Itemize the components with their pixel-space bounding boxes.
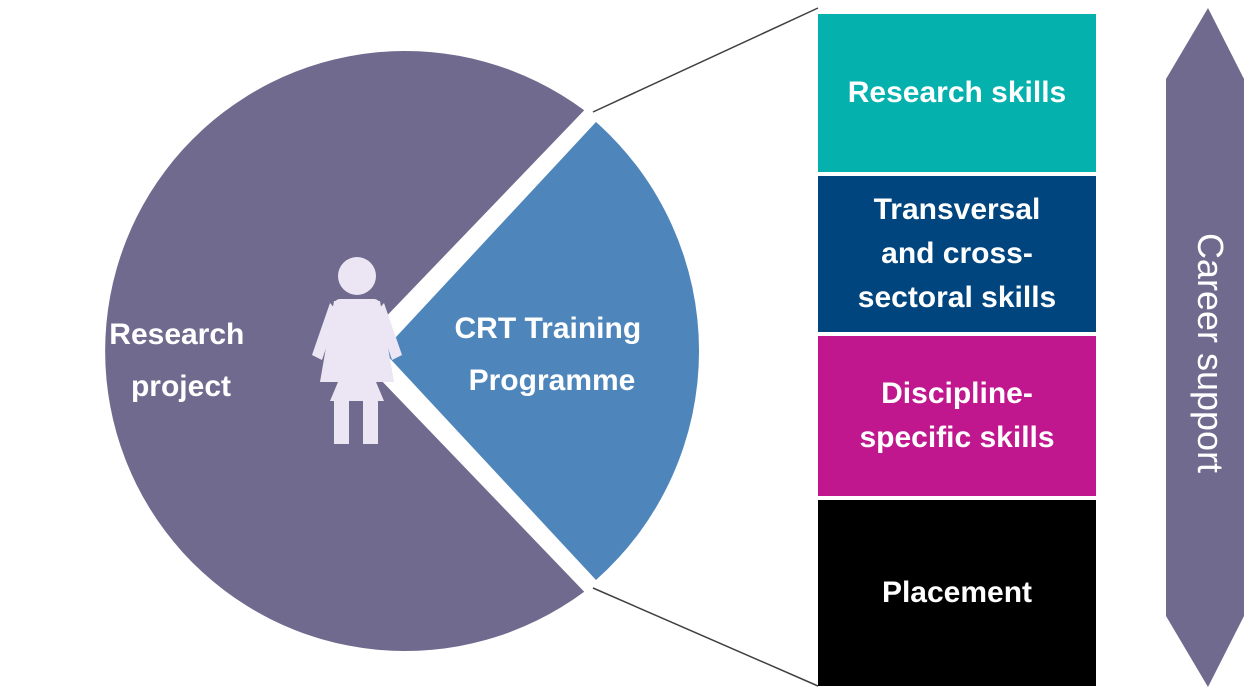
person-icon (312, 257, 402, 444)
transversal-skills-box: Transversal and cross- sectoral skills (818, 176, 1096, 332)
discipline-skills-box: Discipline- specific skills (818, 336, 1096, 496)
connector-line-bottom (592, 587, 819, 687)
career-support-arrow (1166, 8, 1244, 687)
transversal-skills-line-2: and cross- (881, 237, 1033, 270)
crt-training-label: CRT Training Programme (454, 312, 649, 397)
research-project-line-1: Research (109, 318, 244, 351)
discipline-skills-line-1: Discipline- (881, 377, 1033, 410)
placement-label: Placement (881, 576, 1033, 609)
connector-line-top (592, 7, 819, 113)
placement-box: Placement (818, 500, 1096, 686)
career-support-label: Career support (1190, 232, 1231, 474)
research-skills-label: Research skills (847, 76, 1067, 109)
transversal-skills-line-1: Transversal (873, 193, 1041, 226)
transversal-skills-line-3: sectoral skills (857, 281, 1057, 314)
crt-training-line-1: CRT Training (454, 312, 641, 345)
crt-training-line-2: Programme (469, 364, 636, 397)
research-project-line-2: project (131, 370, 231, 403)
crt-training-wedge (383, 122, 700, 580)
research-project-label: Research project (109, 318, 252, 403)
research-skills-box: Research skills (818, 14, 1096, 172)
discipline-skills-line-2: specific skills (859, 421, 1055, 454)
